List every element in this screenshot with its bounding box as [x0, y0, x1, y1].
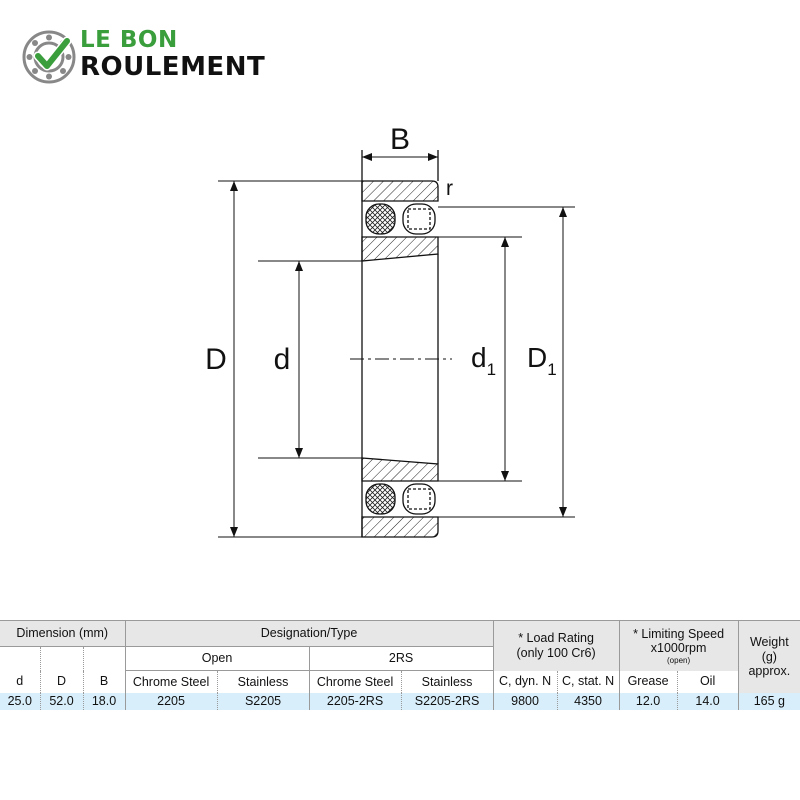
brand-name-line1: LE BON — [80, 27, 178, 53]
label-D1-sub: 1 — [547, 360, 556, 379]
col-chrome-open: Chrome Steel — [124, 670, 218, 693]
label-r: r — [446, 177, 453, 200]
extension-lines — [218, 180, 575, 538]
label-D: D — [205, 343, 227, 376]
cell-weight: 165 g — [737, 692, 800, 710]
header-2rs: 2RS — [308, 646, 494, 671]
header-weight: Weight (g) approx. — [737, 620, 800, 693]
col-stainless-open: Stainless — [216, 670, 310, 693]
header-open: Open — [124, 646, 310, 671]
col-grease: Grease — [618, 670, 678, 693]
brand-name-line2: ROULEMENT — [80, 52, 266, 82]
weight-line1: Weight — [749, 635, 789, 650]
label-d1: d1 — [471, 342, 496, 379]
cell-d: 25.0 — [0, 692, 40, 710]
cell-chrome-2rs: 2205-2RS — [308, 692, 402, 710]
table-row: 25.0 52.0 18.0 2205 S2205 2205-2RS S2205… — [0, 692, 800, 710]
empty-cell — [0, 646, 40, 671]
col-stainless-2rs: Stainless — [400, 670, 494, 693]
label-d: d — [274, 343, 291, 376]
load-rating-note: (only 100 Cr6) — [516, 645, 596, 660]
limiting-speed-title: * Limiting Speed — [633, 626, 725, 641]
header-dimension: Dimension (mm) — [0, 620, 126, 647]
col-D: D — [39, 670, 83, 693]
weight-line3: approx. — [748, 663, 791, 678]
col-chrome-2rs: Chrome Steel — [308, 670, 402, 693]
cell-oil: 14.0 — [676, 692, 739, 710]
cell-B: 18.0 — [82, 692, 126, 710]
cell-c-dyn: 9800 — [492, 692, 558, 710]
empty-cell — [82, 646, 126, 671]
cell-c-stat: 4350 — [556, 692, 620, 710]
header-designation: Designation/Type — [124, 620, 494, 647]
cell-grease: 12.0 — [618, 692, 678, 710]
col-d: d — [16, 674, 24, 689]
limiting-speed-note: (open) — [667, 655, 691, 665]
brand-logo — [22, 26, 312, 88]
col-B: B — [82, 670, 126, 693]
bearing-technical-drawing: B r D d d1 D1 — [205, 123, 575, 538]
cell-stainless-open: S2205 — [216, 692, 310, 710]
weight-line2: (g) — [761, 649, 777, 664]
label-d1-sub: 1 — [487, 360, 496, 379]
bearing-section-outline — [361, 150, 439, 538]
label-B: B — [390, 123, 410, 156]
spec-table: Dimension (mm) Designation/Type * Load R… — [0, 620, 800, 710]
cell-stainless-2rs: S2205-2RS — [400, 692, 494, 710]
cell-D: 52.0 — [39, 692, 83, 710]
label-D1-main: D — [527, 342, 547, 373]
col-c-dyn: C, dyn. N — [492, 670, 558, 693]
col-oil: Oil — [676, 670, 739, 693]
label-D1: D1 — [527, 342, 557, 379]
label-d1-main: d — [471, 342, 487, 373]
bearing-logo-icon — [22, 30, 76, 84]
header-limiting-speed: * Limiting Speed x1000rpm (open) — [618, 620, 739, 671]
empty-cell — [39, 646, 83, 671]
col-c-stat: C, stat. N — [556, 670, 620, 693]
header-load-rating: * Load Rating (only 100 Cr6) — [492, 620, 620, 671]
cell-chrome-open: 2205 — [124, 692, 218, 710]
limiting-speed-unit: x1000rpm — [650, 641, 707, 656]
load-rating-title: * Load Rating — [518, 631, 594, 646]
